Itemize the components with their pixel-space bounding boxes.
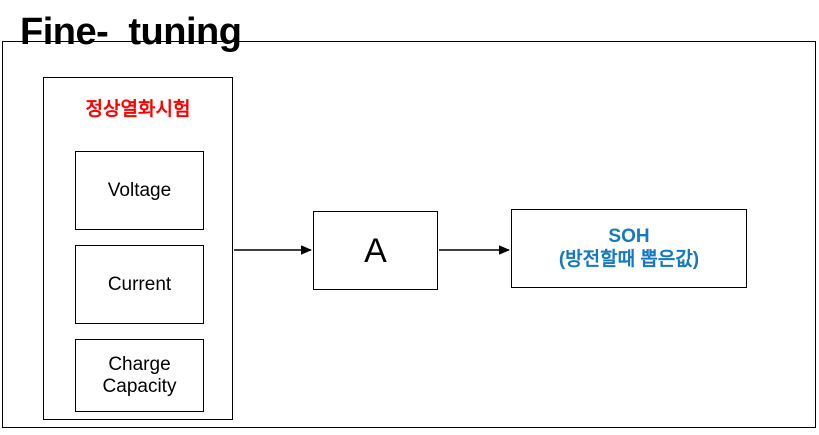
feature-box-voltage[interactable]: Voltage bbox=[75, 151, 204, 230]
feature-box-current[interactable]: Current bbox=[75, 245, 204, 324]
feature-label: Current bbox=[107, 273, 172, 295]
page-title: Fine- tuning bbox=[20, 11, 242, 53]
feature-label: Voltage bbox=[107, 179, 172, 201]
model-box-a[interactable]: A bbox=[313, 211, 438, 290]
output-subtitle: (방전할때 뽑은값) bbox=[558, 248, 700, 270]
slide-frame bbox=[2, 41, 816, 428]
output-box-soh[interactable]: SOH (방전할때 뽑은값) bbox=[511, 209, 747, 288]
input-group-label: 정상열화시험 bbox=[85, 99, 191, 120]
output-title: SOH bbox=[608, 226, 650, 248]
model-label: A bbox=[364, 231, 387, 270]
